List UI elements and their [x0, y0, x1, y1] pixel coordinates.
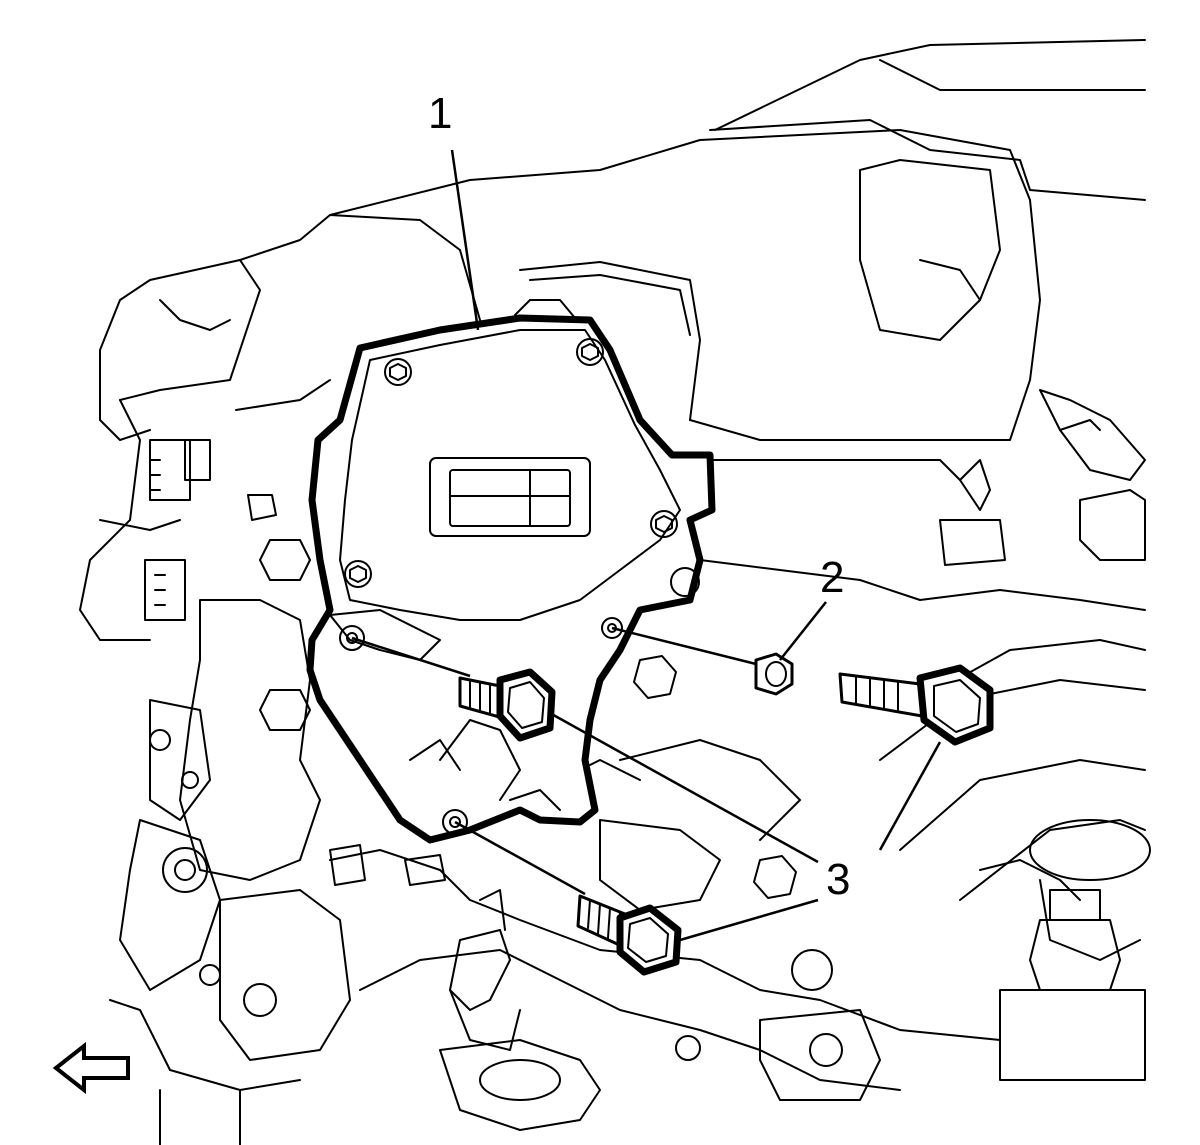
bolt-right — [838, 664, 994, 746]
callout-1-label: 1 — [428, 89, 453, 138]
washer — [754, 652, 794, 696]
bolt-lower — [576, 894, 682, 976]
callout-3-label: 3 — [826, 855, 851, 904]
callout-2-label: 2 — [820, 553, 845, 602]
bolt-upper-left — [458, 668, 556, 742]
vacuum-pump — [306, 299, 716, 844]
leader-lines — [351, 149, 942, 942]
engine-background — [79, 39, 1151, 1145]
left-arrow-icon — [52, 1041, 130, 1095]
